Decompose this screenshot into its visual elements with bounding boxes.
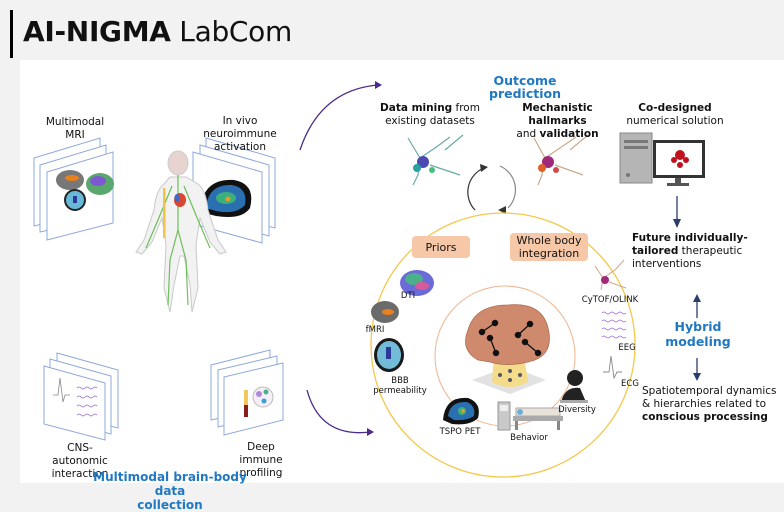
diagram-graphics	[33, 81, 705, 478]
hybrid-modeling-label: Hybrid modeling	[665, 319, 731, 349]
spatio-line2: & hierarchies related to	[642, 398, 767, 410]
collection-title-line2: collection	[137, 498, 203, 512]
codesigned-label: Co-designed numerical solution	[625, 102, 725, 128]
computer-icon	[619, 132, 705, 186]
hybrid-line1: Hybrid	[674, 319, 722, 334]
arrow-down-hybrid-head	[693, 373, 701, 381]
blood-sample-icon	[244, 386, 274, 417]
future-line3: interventions	[632, 258, 702, 270]
mechanistic-pre: and	[516, 128, 540, 140]
priors-box: Priors	[412, 236, 470, 258]
collection-title-line1: Multimodal brain-body data	[93, 470, 247, 498]
title-bold: AI-NIGMA	[23, 15, 171, 48]
title-bar: AI-NIGMA LabCom	[10, 10, 292, 58]
immune-label: Deep immune profiling	[225, 441, 297, 480]
neuroimmune-label-line2: activation	[213, 141, 266, 153]
tspo-pet-icon	[443, 397, 479, 425]
mri-brain-icons	[56, 170, 114, 211]
fmri-brain-icon	[371, 301, 399, 323]
immune-label-line1: Deep immune	[239, 441, 283, 466]
mri-label: Multimodal MRI	[40, 116, 110, 142]
cns-label-line2: interaction	[51, 468, 109, 480]
arrow-to-outcome	[299, 84, 379, 151]
whole-body-line2: integration	[518, 247, 580, 260]
eeg-waveforms	[601, 311, 627, 339]
diversity-person-icon	[560, 370, 588, 403]
dti-label: DTI	[400, 291, 416, 301]
neuroimmune-label-line1: In vivo neuroimmune	[203, 115, 277, 140]
spatio-line1: Spatiotemporal dynamics	[642, 385, 777, 397]
cns-label: CNS-autonomic interaction	[40, 442, 120, 481]
cns-label-line1: CNS-autonomic	[52, 442, 108, 467]
arrow-head-bottom	[367, 428, 374, 436]
page-title: AI-NIGMA LabCom	[23, 15, 292, 48]
bbb-brain-icon	[374, 338, 404, 372]
spatiotemporal-label: Spatiotemporal dynamics & hierarchies re…	[642, 385, 784, 424]
bbb-line2: permeability	[373, 386, 427, 396]
spatio-bold: conscious processing	[642, 411, 768, 423]
pet-brain-icon	[200, 179, 252, 217]
dti-brain-icon	[400, 270, 434, 296]
diversity-label: Diversity	[558, 405, 596, 415]
collection-title: Multimodal brain-body data collection	[80, 470, 260, 512]
future-interventions-label: Future individually- tailored therapeuti…	[632, 232, 752, 271]
behavior-label: Behavior	[510, 433, 548, 443]
central-brain-icon	[465, 304, 550, 394]
arrow-to-future-head	[673, 219, 681, 228]
data-mining-bold: Data mining	[380, 102, 453, 114]
title-rest: LabCom	[170, 15, 292, 48]
cytof-neuron-icon	[594, 259, 627, 291]
cytof-label: CyTOF/OLINK	[581, 295, 639, 305]
bbb-line1: BBB	[391, 376, 409, 386]
mechanistic-label: Mechanistic hallmarks and validation	[500, 102, 615, 141]
future-bold-2: tailored	[632, 245, 679, 257]
cycle-arrow-left	[467, 167, 485, 211]
cycle-arrow-right	[499, 165, 517, 209]
data-mining-line2: existing datasets	[385, 115, 475, 127]
data-mining-rest: from	[452, 102, 480, 114]
cns-waveforms	[53, 377, 98, 417]
human-body-figure	[135, 150, 227, 313]
whole-body-box: Whole body integration	[510, 233, 588, 261]
neuron-data-mining	[407, 134, 464, 186]
arrow-head-top	[375, 81, 382, 89]
future-bold-1: Future individually-	[632, 232, 748, 244]
mri-label-line2: MRI	[65, 129, 85, 141]
ecg-waveform	[603, 355, 622, 380]
hybrid-line2: modeling	[665, 334, 731, 349]
neuroimmune-label: In vivo neuroimmune activation	[185, 115, 295, 154]
cycle-arrow-right-head	[498, 206, 506, 214]
eeg-label: EEG	[618, 343, 636, 353]
fmri-label: fMRI	[365, 325, 385, 335]
hospital-bed-icon	[497, 401, 563, 431]
future-rest-2: therapeutic	[678, 245, 743, 257]
cycle-arrow-left-head	[480, 164, 488, 172]
diagram-panel: Multimodal MRI In vivo neuroimmune activ…	[20, 60, 784, 512]
codesigned-line2: numerical solution	[626, 115, 724, 127]
bbb-label: BBB permeability	[370, 376, 430, 396]
immune-label-line2: profiling	[239, 467, 283, 479]
mechanistic-validation: validation	[539, 128, 599, 140]
arrow-up-hybrid-head	[693, 294, 701, 302]
ecg-label: ECG	[621, 379, 639, 389]
outcome-prediction-title: Outcome prediction	[489, 73, 561, 101]
arrow-to-circle	[306, 389, 371, 434]
mechanistic-bold: Mechanistic hallmarks	[522, 102, 593, 127]
neuron-validation	[533, 134, 589, 186]
mri-label-line1: Multimodal	[45, 116, 105, 128]
data-mining-label: Data mining from existing datasets	[380, 102, 480, 128]
outer-yellow-circle	[370, 212, 636, 478]
whole-body-line1: Whole body	[516, 234, 582, 247]
tspo-label: TSPO PET	[439, 427, 481, 437]
codesigned-bold: Co-designed	[638, 102, 712, 114]
